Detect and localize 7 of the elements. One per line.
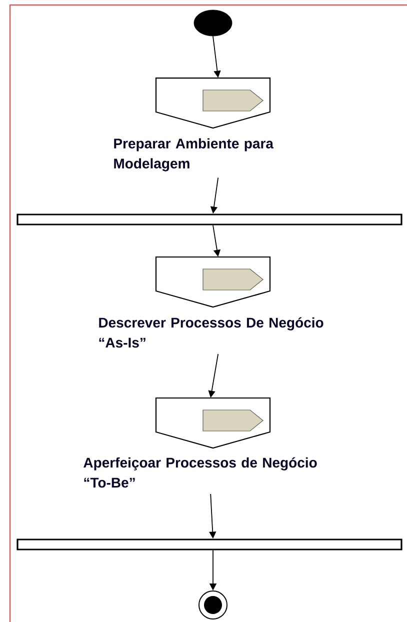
action-label: Descrever Processos De Negócio “As-Is” [99, 317, 324, 348]
sync-bar [16, 538, 402, 550]
action-label: Aperfeiçoar Processos de Negócio “To-Be” [84, 457, 317, 488]
sync-bar [16, 214, 402, 226]
end-dot [198, 590, 228, 620]
start-dot [194, 10, 232, 36]
action-label: Preparar Ambiente para Modelagem [114, 138, 274, 172]
